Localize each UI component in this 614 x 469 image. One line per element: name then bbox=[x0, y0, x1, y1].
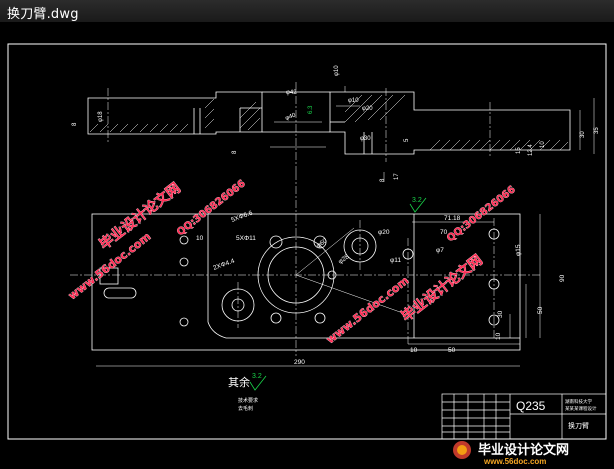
corner-watermark-brand: 毕业设计论文网 bbox=[478, 442, 569, 457]
watermark-site-2: www.56doc.com bbox=[324, 274, 412, 346]
title-part-name: 换刀臂 bbox=[568, 421, 589, 430]
dim-top-r8: 8 bbox=[72, 122, 78, 126]
corner-watermark-logo: 毕业设计论文网 www.56doc.com bbox=[453, 441, 569, 466]
dim-h70: 70 bbox=[440, 229, 448, 236]
dim-hole-b: 5XΦ11 bbox=[236, 235, 256, 242]
title-bar[interactable]: 换刀臂.dwg bbox=[0, 0, 614, 23]
drawing-canvas[interactable]: φ10 φ42 φ40 φ20 φ10 φ30 φ18 8 8 17 15 5 … bbox=[0, 22, 614, 466]
dim-top-d40: φ40 bbox=[285, 112, 298, 121]
dim-top-d18: φ18 bbox=[98, 111, 104, 122]
title-school-1: 湖南科技大学 bbox=[565, 398, 592, 405]
corner-watermark-site: www.56doc.com bbox=[483, 457, 546, 465]
dim-top-r17: 17 bbox=[394, 173, 400, 180]
roughness-symbol bbox=[409, 197, 427, 213]
tech-req-line1: 技术要求 bbox=[238, 397, 258, 404]
dim-overall: 290 bbox=[294, 359, 305, 366]
dim-top-r12: 12.4 bbox=[528, 144, 534, 156]
dim-top-r5: 5 bbox=[404, 138, 410, 142]
dim-d11: φ11 bbox=[390, 257, 401, 264]
dim-r10: 10 bbox=[196, 235, 204, 242]
dim-hole-a: 5XΦ6.6 bbox=[230, 210, 254, 224]
sheet-border bbox=[7, 43, 607, 440]
title-block bbox=[441, 393, 607, 440]
dim-v50: 50 bbox=[537, 306, 544, 314]
main-plan-view bbox=[70, 172, 541, 367]
dim-d7: φ7 bbox=[436, 247, 444, 254]
dim-top-d30: φ30 bbox=[360, 136, 371, 142]
hatch-left bbox=[89, 98, 261, 133]
cad-drawing: φ10 φ42 φ40 φ20 φ10 φ30 φ18 8 8 17 15 5 … bbox=[7, 43, 607, 466]
rest-roughness-label: 其余 bbox=[228, 375, 250, 389]
tech-req-line2: 去毛刺 bbox=[238, 405, 253, 412]
dim-top-r8b: 8 bbox=[380, 178, 386, 182]
dim-d20: φ20 bbox=[378, 229, 390, 236]
dim-v90: 90 bbox=[559, 274, 566, 282]
window-title: 换刀臂.dwg bbox=[7, 7, 79, 22]
roughness-main: 3.2 bbox=[412, 197, 422, 204]
watermark-brand-2: 毕业设计论文网 bbox=[398, 251, 486, 325]
dim-top-d20: φ20 bbox=[362, 106, 373, 112]
dim-hole-c: 2XΦ4.4 bbox=[212, 258, 236, 272]
dim-h10: 10 bbox=[410, 347, 418, 354]
rest-roughness-value: 3.2 bbox=[252, 373, 262, 380]
dim-v30a: 30 bbox=[497, 310, 504, 318]
dim-top-r10: 10 bbox=[540, 141, 546, 148]
dim-top-n8: 8 bbox=[232, 150, 238, 154]
roughness-top: 6.3 bbox=[308, 105, 314, 114]
dim-top-r15: 15 bbox=[516, 147, 522, 154]
watermark-qq-1: QQ:306826066 bbox=[175, 178, 248, 238]
dim-7118: 71.18 bbox=[444, 215, 461, 222]
dim-top-d10b: φ10 bbox=[348, 98, 359, 104]
dim-top-r35: 35 bbox=[594, 127, 600, 134]
dim-d15: φ15 bbox=[515, 244, 522, 256]
dim-top-d42: φ42 bbox=[286, 90, 297, 96]
dim-d28: φ28 bbox=[337, 253, 351, 266]
title-material: Q235 bbox=[516, 399, 546, 413]
dim-h50: 50 bbox=[448, 347, 456, 354]
top-section-view bbox=[87, 82, 595, 182]
dim-top-r30: 30 bbox=[580, 131, 586, 138]
dim-top-d10: φ10 bbox=[334, 65, 340, 76]
title-school-2: 某某某课程设计 bbox=[565, 405, 597, 412]
hatch-right bbox=[344, 94, 569, 151]
dim-v10: 10 bbox=[495, 332, 502, 340]
